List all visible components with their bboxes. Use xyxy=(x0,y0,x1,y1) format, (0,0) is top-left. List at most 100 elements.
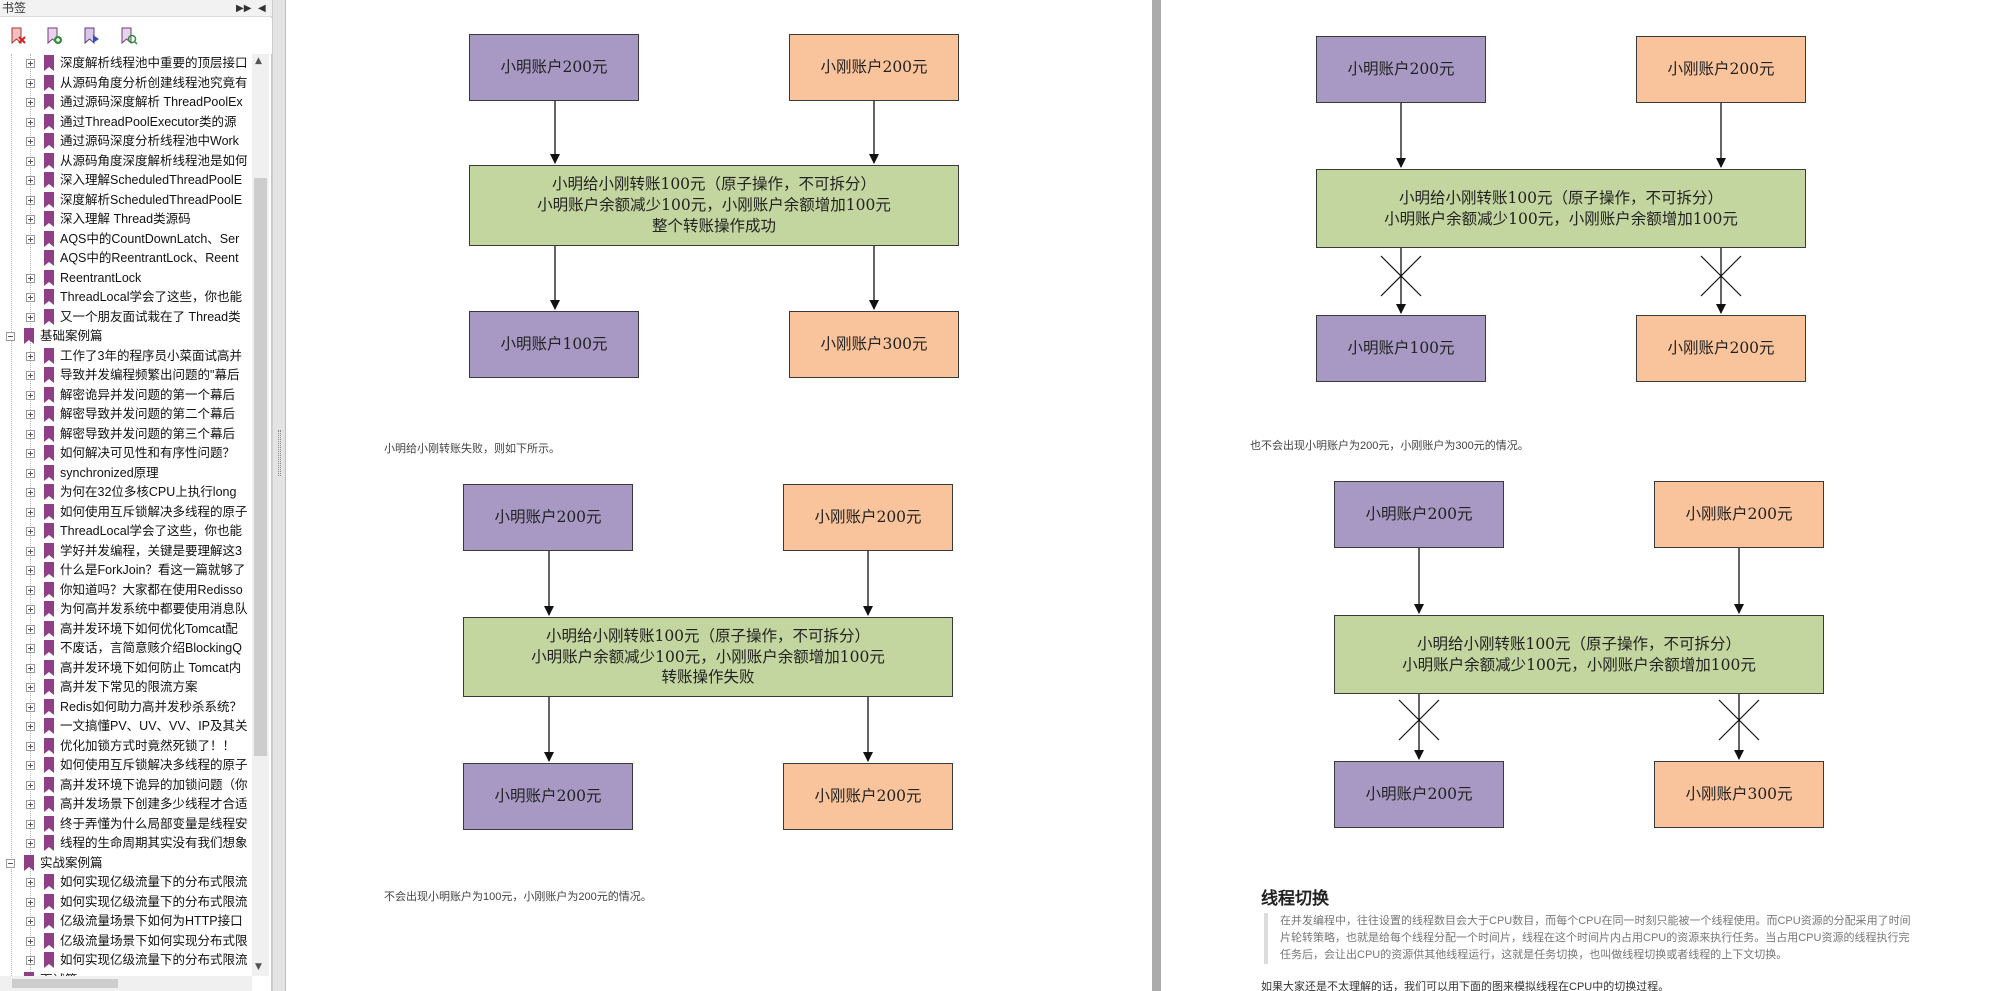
expand-icon[interactable] xyxy=(6,975,15,976)
bookmark-item[interactable]: 如何使用互斥锁解决多线程的原子 xyxy=(0,756,252,776)
bookmark-group[interactable]: 实战案例篇 xyxy=(0,854,252,874)
bookmark-item[interactable]: 高并发环境下如何防止 Tomcat内 xyxy=(0,659,252,679)
expand-icon[interactable] xyxy=(26,351,35,361)
expand-icon[interactable] xyxy=(26,897,35,907)
bookmark-item[interactable]: 解密导致并发问题的第二个幕后 xyxy=(0,405,252,425)
bookmark-item[interactable]: 深度解析线程池中重要的顶层接口 xyxy=(0,54,252,74)
bookmark-item[interactable]: 优化加锁方式时竟然死锁了！！ xyxy=(0,737,252,757)
expand-icon[interactable] xyxy=(26,546,35,556)
panel-splitter[interactable] xyxy=(272,0,286,991)
expand-icon[interactable] xyxy=(26,936,35,946)
bookmark-item[interactable]: 为何在32位多核CPU上执行long xyxy=(0,483,252,503)
expand-icon[interactable] xyxy=(26,917,35,926)
bookmark-item[interactable]: 亿级流量场景下如何实现分布式限 xyxy=(0,932,252,952)
bookmark-item[interactable]: 什么是ForkJoin？看这一篇就够了 xyxy=(0,561,252,581)
bookmark-item[interactable]: 为何高并发系统中都要使用消息队 xyxy=(0,600,252,620)
bookmark-item[interactable]: 如何实现亿级流量下的分布式限流 xyxy=(0,951,252,971)
expand-icon[interactable] xyxy=(26,390,35,400)
bookmark-item[interactable]: 线程的生命周期其实没有我们想象 xyxy=(0,834,252,854)
expand-icon[interactable] xyxy=(26,839,35,848)
bookmark-item[interactable]: 高并发环境下如何优化Tomcat配 xyxy=(0,620,252,640)
expand-icon[interactable] xyxy=(26,605,35,614)
expand-icon[interactable] xyxy=(26,488,35,497)
bookmark-item[interactable]: 终于弄懂为什么局部变量是线程安 xyxy=(0,815,252,835)
expand-icon[interactable] xyxy=(26,176,35,185)
add-bookmark-icon[interactable] xyxy=(44,26,64,46)
bookmark-item[interactable]: Redis如何助力高并发秒杀系统？ xyxy=(0,698,252,718)
expand-icon[interactable] xyxy=(26,741,35,751)
bookmark-item[interactable]: 从源码角度深度解析线程池是如何 xyxy=(0,152,252,172)
expand-icon[interactable] xyxy=(26,449,35,458)
expand-icon[interactable] xyxy=(26,468,35,478)
expand-icon[interactable] xyxy=(26,273,35,283)
find-bookmark-icon[interactable] xyxy=(118,26,138,46)
expand-icon[interactable] xyxy=(26,312,35,322)
expand-icon[interactable] xyxy=(26,800,35,809)
bookmark-item[interactable]: 深入理解 Thread类源码 xyxy=(0,210,252,230)
horizontal-scrollbar-thumb[interactable] xyxy=(12,979,118,988)
expand-icon[interactable] xyxy=(26,293,35,302)
expand-icon[interactable] xyxy=(26,761,35,770)
expand-icon[interactable] xyxy=(26,215,35,224)
bookmark-item[interactable]: 通过源码深度分析线程池中Work xyxy=(0,132,252,152)
bookmark-item[interactable]: 高并发环境下诡异的加锁问题（你 xyxy=(0,776,252,796)
bookmark-item[interactable]: 一文搞懂PV、UV、VV、IP及其关 xyxy=(0,717,252,737)
bookmark-item[interactable]: AQS中的CountDownLatch、Ser xyxy=(0,230,252,250)
bookmark-group[interactable]: 基础案例篇 xyxy=(0,327,252,347)
bookmark-item[interactable]: 工作了3年的程序员小菜面试高并 xyxy=(0,347,252,367)
expand-icon[interactable] xyxy=(26,156,35,166)
bookmark-item[interactable]: 如何实现亿级流量下的分布式限流 xyxy=(0,893,252,913)
vertical-scrollbar[interactable]: ▲ ▼ xyxy=(252,54,269,976)
bookmark-item[interactable]: 亿级流量场景下如何为HTTP接口 xyxy=(0,912,252,932)
bookmark-item[interactable]: 导致并发编程频繁出问题的"幕后 xyxy=(0,366,252,386)
collapse-icon[interactable] xyxy=(6,332,15,341)
expand-icon[interactable] xyxy=(26,878,35,887)
expand-icon[interactable] xyxy=(26,663,35,673)
expand-icon[interactable] xyxy=(26,59,35,68)
bookmark-item[interactable]: 通过源码深度解析 ThreadPoolEx xyxy=(0,93,252,113)
expand-icon[interactable] xyxy=(26,702,35,712)
expand-icon[interactable] xyxy=(26,819,35,829)
bookmark-item[interactable]: 高并发场景下创建多少线程才合适 xyxy=(0,795,252,815)
bookmark-item[interactable]: 不废话，言简意赅介绍BlockingQ xyxy=(0,639,252,659)
bookmark-item[interactable]: 又一个朋友面试栽在了 Thread类 xyxy=(0,308,252,328)
bookmark-group[interactable]: 面试篇 xyxy=(0,971,252,976)
expand-icon[interactable] xyxy=(26,410,35,419)
expand-icon[interactable] xyxy=(26,585,35,595)
bookmark-item[interactable]: 深度解析ScheduledThreadPoolE xyxy=(0,191,252,211)
expand-icon[interactable] xyxy=(26,117,35,127)
expand-icon[interactable] xyxy=(26,234,35,244)
horizontal-scrollbar[interactable] xyxy=(0,976,252,991)
expand-icon[interactable] xyxy=(26,371,35,380)
bookmark-item[interactable]: ThreadLocal学会了这些，你也能 xyxy=(0,288,252,308)
expand-icon[interactable] xyxy=(26,507,35,517)
expand-panel-icon[interactable]: ▶▶ xyxy=(236,3,252,14)
bookmark-item[interactable]: synchronized原理 xyxy=(0,464,252,484)
bookmark-item[interactable]: 如何解决可见性和有序性问题？ xyxy=(0,444,252,464)
bookmark-properties-icon[interactable] xyxy=(81,26,101,46)
expand-icon[interactable] xyxy=(26,98,35,107)
expand-icon[interactable] xyxy=(26,780,35,790)
scroll-up-arrow-icon[interactable]: ▲ xyxy=(255,56,262,66)
expand-icon[interactable] xyxy=(26,137,35,146)
bookmark-item[interactable]: 从源码角度分析创建线程池究竟有 xyxy=(0,74,252,94)
bookmark-item[interactable]: 你知道吗？大家都在使用Redisso xyxy=(0,581,252,601)
bookmark-item[interactable]: 高并发下常见的限流方案 xyxy=(0,678,252,698)
bookmark-item[interactable]: 解密导致并发问题的第三个幕后 xyxy=(0,425,252,445)
expand-icon[interactable] xyxy=(26,683,35,692)
scrollbar-thumb[interactable] xyxy=(254,178,267,756)
delete-bookmark-icon[interactable] xyxy=(8,26,28,46)
expand-icon[interactable] xyxy=(26,624,35,634)
bookmark-item[interactable]: 学好并发编程，关键是要理解这3 xyxy=(0,542,252,562)
expand-icon[interactable] xyxy=(26,195,35,205)
bookmark-item[interactable]: ThreadLocal学会了这些，你也能 xyxy=(0,522,252,542)
expand-icon[interactable] xyxy=(26,956,35,965)
expand-icon[interactable] xyxy=(26,644,35,653)
expand-icon[interactable] xyxy=(26,78,35,88)
expand-icon[interactable] xyxy=(26,722,35,731)
bookmark-item[interactable]: 如何实现亿级流量下的分布式限流 xyxy=(0,873,252,893)
bookmark-item[interactable]: ReentrantLock xyxy=(0,269,252,289)
collapse-panel-icon[interactable]: ◀ xyxy=(258,3,266,14)
scroll-down-arrow-icon[interactable]: ▼ xyxy=(255,962,262,972)
bookmark-item[interactable]: 如何使用互斥锁解决多线程的原子 xyxy=(0,503,252,523)
